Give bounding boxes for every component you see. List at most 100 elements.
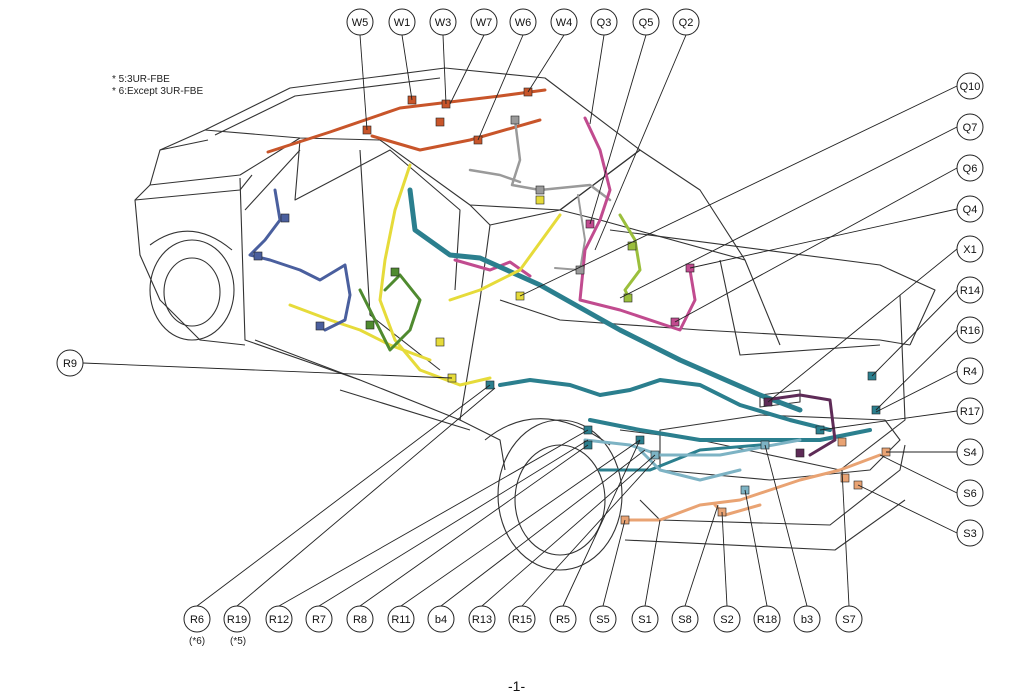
page-number: -1-: [508, 678, 526, 694]
callout-label-r18: R18: [757, 614, 777, 626]
callout-label-r17: R17: [960, 406, 980, 418]
callout-label-w1: W1: [394, 17, 411, 29]
harness-connector: [535, 195, 545, 205]
leader-line-r19: [236, 387, 496, 607]
callout-label-s5: S5: [596, 614, 609, 626]
callout-q6: Q6: [956, 154, 984, 182]
leader-line-r11: [400, 439, 641, 607]
leader-line-r16: [875, 329, 958, 411]
callout-label-x1: X1: [963, 244, 976, 256]
leader-line-q3: [589, 34, 605, 125]
leader-line-r13: [481, 454, 656, 607]
navy-harness-route: [248, 188, 352, 332]
callout-w3: W3: [429, 8, 457, 36]
callout-r14: R14: [956, 276, 984, 304]
callout-label-w3: W3: [435, 17, 452, 29]
callout-label-w4: W4: [556, 17, 573, 29]
callout-label-b4: b4: [435, 614, 447, 626]
callout-r19: R19: [223, 605, 251, 633]
callout-label-w6: W6: [515, 17, 532, 29]
leader-line-s6: [879, 454, 958, 494]
harness-connector: [253, 251, 263, 261]
callout-w5: W5: [346, 8, 374, 36]
yellow-harness-route: [288, 303, 432, 362]
leader-line-x1: [767, 248, 958, 403]
leader-line-q7: [619, 126, 958, 299]
callout-label-q10: Q10: [960, 81, 981, 93]
leader-line-q10: [519, 85, 958, 297]
callout-r4: R4: [956, 357, 984, 385]
callout-label-s8: S8: [678, 614, 691, 626]
callout-x1: X1: [956, 235, 984, 263]
harness-connector: [390, 267, 400, 277]
leader-line-r15: [521, 459, 656, 607]
leader-line-r12: [278, 429, 589, 607]
callout-s7: S7: [835, 605, 863, 633]
callout-label-r12: R12: [269, 614, 289, 626]
callout-label-r7: R7: [312, 614, 326, 626]
callout-label-r14: R14: [960, 285, 980, 297]
callout-label-r4: R4: [963, 366, 977, 378]
callout-s3: S3: [956, 519, 984, 547]
callout-r7: R7: [305, 605, 333, 633]
engine-note-1: * 5:3UR-FBE: [112, 74, 170, 85]
teal-harness-route: [588, 418, 872, 442]
callout-s1: S1: [631, 605, 659, 633]
leader-line-w1: [401, 34, 413, 101]
lime-harness-route: [618, 213, 642, 302]
purple-harness-route: [763, 393, 837, 457]
callout-label-r19: R19: [227, 614, 247, 626]
callout-label-s3: S3: [963, 528, 976, 540]
callout-leader-lines: [82, 34, 958, 607]
leader-line-w7: [449, 34, 485, 105]
callout-s5: S5: [589, 605, 617, 633]
callout-r13: R13: [468, 605, 496, 633]
leader-line-w3: [442, 34, 447, 105]
callout-w1: W1: [388, 8, 416, 36]
leader-line-q6: [674, 167, 958, 323]
grey-harness-route: [510, 118, 612, 202]
orange-red-harness-route: [370, 118, 542, 152]
callout-label-r8: R8: [353, 614, 367, 626]
leader-line-w4: [527, 34, 565, 93]
callout-q4: Q4: [956, 195, 984, 223]
leader-line-r7: [318, 439, 589, 607]
leader-line-s8: [684, 504, 719, 607]
callout-label-s1: S1: [638, 614, 651, 626]
harness-connector: [837, 437, 847, 447]
leader-line-s1: [644, 519, 661, 607]
callout-label-q2: Q2: [679, 17, 694, 29]
grey-harness-route: [468, 168, 522, 184]
callout-label-r13: R13: [472, 614, 492, 626]
callout-label-r6: R6: [190, 614, 204, 626]
green-harness-route: [358, 273, 422, 352]
leader-line-q5: [589, 34, 647, 225]
callout-w6: W6: [509, 8, 537, 36]
callout-r18: R18: [753, 605, 781, 633]
light-teal-harness-route: [583, 438, 802, 457]
leader-line-s3: [857, 484, 958, 534]
callout-label-r15: R15: [512, 614, 532, 626]
callout-q5: Q5: [632, 8, 660, 36]
callout-r5: R5: [549, 605, 577, 633]
callout-label-s6: S6: [963, 488, 976, 500]
callout-r17: R17: [956, 397, 984, 425]
engine-note-2: * 6:Except 3UR-FBE: [112, 86, 204, 97]
callout-s4: S4: [956, 438, 984, 466]
callout-r12: R12: [265, 605, 293, 633]
harness-connector: [315, 321, 325, 331]
callout-r6: R6: [183, 605, 211, 633]
callout-label-r16: R16: [960, 325, 980, 337]
callout-label-q4: Q4: [963, 204, 978, 216]
harness-connectors: [253, 87, 891, 525]
callout-label-w7: W7: [476, 17, 493, 29]
callout-w4: W4: [550, 8, 578, 36]
callout-r9: R9: [56, 349, 84, 377]
leader-line-r4: [875, 370, 958, 413]
harness-connector: [435, 117, 445, 127]
callout-label-r5: R5: [556, 614, 570, 626]
callout-label-r9: R9: [63, 358, 77, 370]
callout-label-q5: Q5: [639, 17, 654, 29]
harness-connector: [535, 185, 545, 195]
